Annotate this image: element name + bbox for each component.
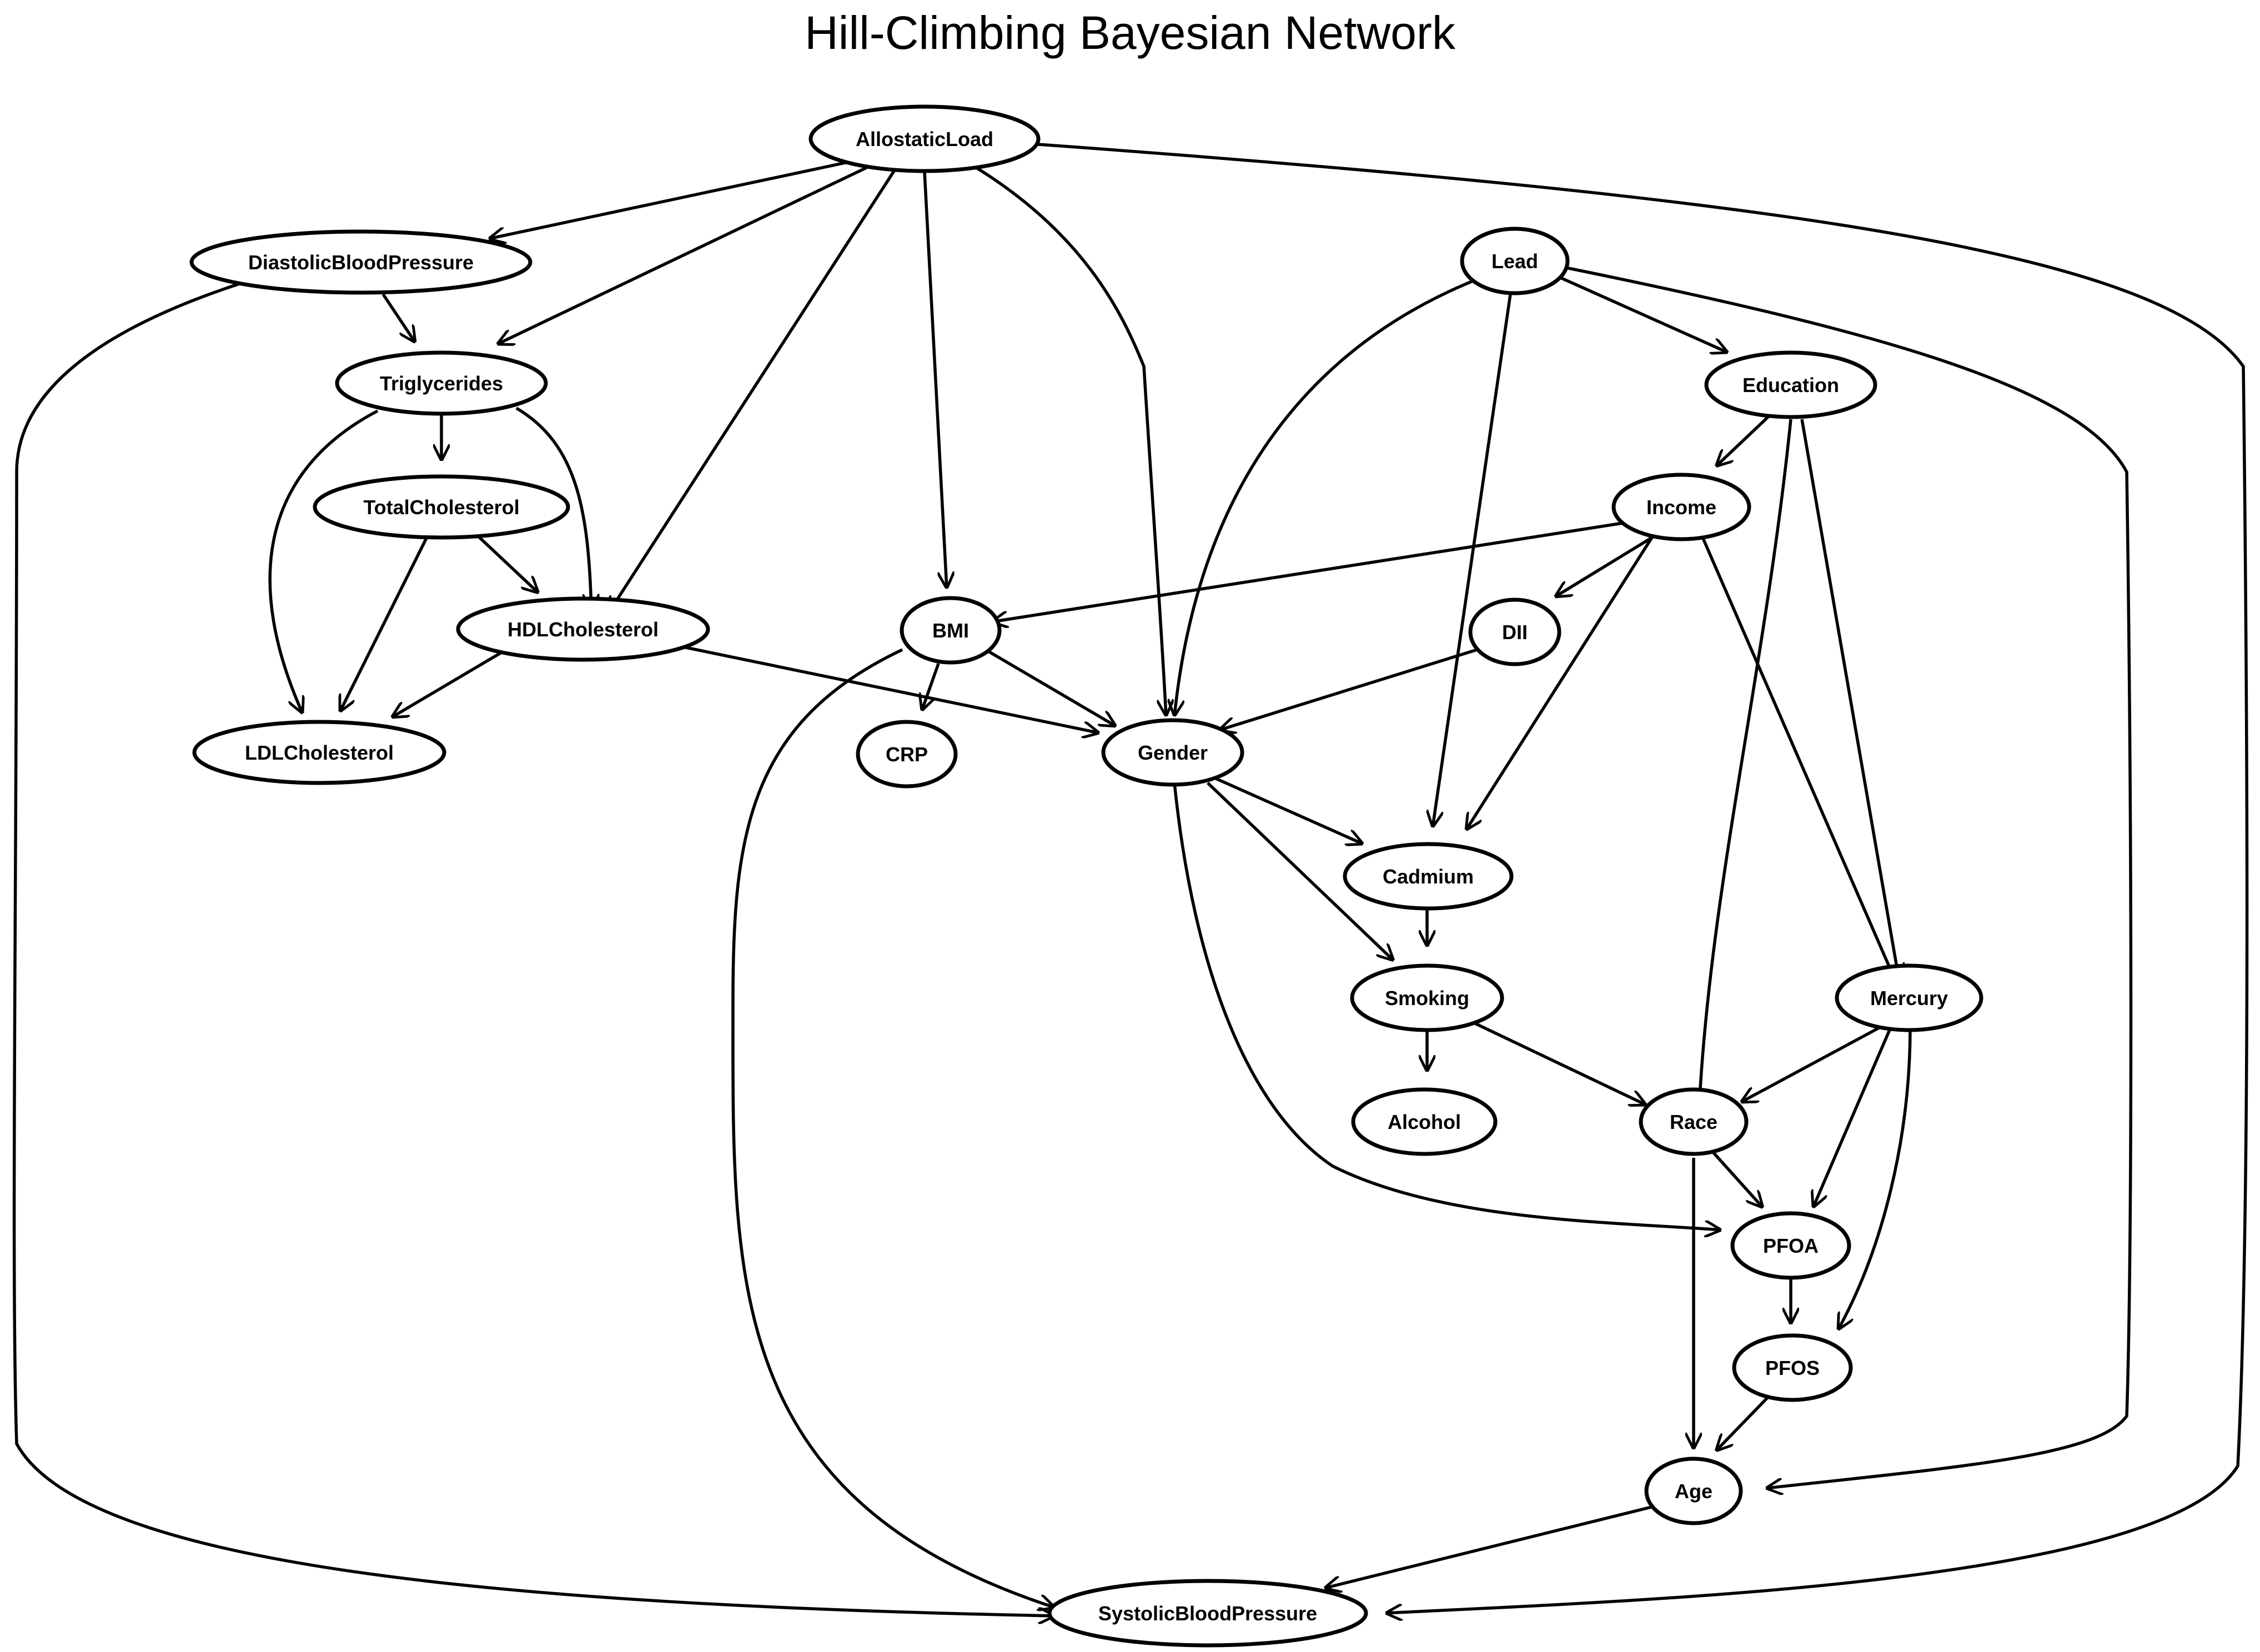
edge-gender-smoking (1207, 782, 1394, 961)
edge-triglycerides-hdlcholesterol (515, 406, 591, 611)
node-label: LDLCholesterol (245, 741, 394, 764)
node-bmi[interactable]: BMI (900, 596, 1002, 665)
edge-pfos-age (1716, 1395, 1770, 1451)
node-race[interactable]: Race (1639, 1087, 1749, 1156)
node-label: Income (1646, 496, 1716, 519)
edge-income-bmi (991, 520, 1630, 622)
node-gender[interactable]: Gender (1101, 718, 1244, 787)
node-label: DII (1502, 621, 1528, 644)
node-label: BMI (932, 619, 969, 642)
edge-education-race (1699, 419, 1792, 1108)
node-education[interactable]: Education (1704, 350, 1877, 419)
edge-allostaticload-systolicbloodpressure (1038, 143, 2249, 1613)
node-alcohol[interactable]: Alcohol (1351, 1087, 1498, 1156)
node-label: PFOA (1763, 1234, 1819, 1257)
edge-gender-cadmium (1212, 776, 1363, 844)
edge-lead-education (1559, 276, 1728, 353)
node-systolicbloodpressure[interactable]: SystolicBloodPressure (1047, 1579, 1368, 1648)
edge-diastolicbloodpressure-triglycerides (381, 293, 415, 343)
node-label: Gender (1138, 741, 1208, 764)
node-pfos[interactable]: PFOS (1732, 1333, 1853, 1402)
node-label: Alcohol (1388, 1111, 1461, 1133)
node-label: Triglycerides (380, 372, 503, 395)
node-totalcholesterol[interactable]: TotalCholesterol (313, 474, 570, 540)
node-dii[interactable]: DII (1468, 597, 1561, 666)
node-diastolicbloodpressure[interactable]: DiastolicBloodPressure (189, 229, 533, 295)
edge-dii-gender (1219, 648, 1478, 730)
node-ldlcholesterol[interactable]: LDLCholesterol (192, 720, 446, 785)
node-label: AllostaticLoad (856, 128, 993, 150)
edge-lead-age (1560, 265, 2133, 1488)
node-label: TotalCholesterol (363, 496, 519, 519)
node-income[interactable]: Income (1611, 473, 1751, 541)
node-hdlcholesterol[interactable]: HDLCholesterol (456, 596, 710, 662)
edge-gender-pfoa (1173, 782, 1721, 1230)
edge-hdlcholesterol-gender (682, 645, 1099, 733)
node-mercury[interactable]: Mercury (1835, 963, 1983, 1032)
node-smoking[interactable]: Smoking (1350, 963, 1504, 1032)
edge-lead-gender (1174, 279, 1475, 716)
node-label: Education (1742, 374, 1839, 396)
node-label: CRP (886, 743, 928, 766)
node-crp[interactable]: CRP (856, 720, 958, 789)
edge-smoking-race (1470, 1020, 1646, 1105)
node-allostaticload[interactable]: AllostaticLoad (808, 104, 1041, 173)
edge-diastolicbloodpressure-systolicbloodpressure (12, 279, 1055, 1616)
node-age[interactable]: Age (1644, 1457, 1743, 1525)
edge-mercury-pfoa (1813, 1026, 1892, 1208)
edge-education-income (1716, 415, 1770, 466)
edge-allostaticload-diastolicbloodpressure (489, 157, 867, 239)
edges-layer (12, 143, 2249, 1616)
nodes-layer: AllostaticLoad DiastolicBloodPressure Tr… (189, 104, 1983, 1648)
node-label: PFOS (1765, 1357, 1820, 1379)
node-label: HDLCholesterol (508, 618, 659, 641)
edge-race-pfoa (1711, 1151, 1763, 1208)
node-label: Lead (1491, 250, 1538, 273)
edge-allostaticload-bmi (923, 172, 947, 589)
diagram-title: Hill-Climbing Bayesian Network (805, 7, 1456, 59)
edge-allostaticload-hdlcholesterol (608, 168, 897, 614)
edge-triglycerides-ldlcholesterol (268, 409, 379, 714)
edge-mercury-race (1741, 1023, 1886, 1102)
node-label: DiastolicBloodPressure (248, 251, 474, 274)
edge-totalcholesterol-hdlcholesterol (474, 531, 539, 593)
edge-income-mercury (1700, 535, 1896, 983)
edge-totalcholesterol-ldlcholesterol (340, 535, 429, 712)
node-label: Mercury (1870, 987, 1948, 1010)
edge-income-cadmium (1466, 532, 1656, 830)
edge-bmi-crp (922, 663, 940, 711)
edge-age-systolicbloodpressure (1324, 1503, 1661, 1588)
node-label: SystolicBloodPressure (1098, 1602, 1317, 1625)
edge-allostaticload-gender (973, 165, 1166, 716)
edge-hdlcholesterol-ldlcholesterol (391, 645, 512, 717)
node-label: Smoking (1385, 987, 1469, 1010)
edge-income-dii (1555, 534, 1656, 597)
edge-allostaticload-triglycerides (497, 162, 876, 344)
edge-mercury-pfos (1838, 1027, 1912, 1330)
node-label: Cadmium (1383, 865, 1474, 888)
edge-lead-cadmium (1433, 294, 1512, 827)
node-label: Race (1670, 1111, 1717, 1133)
edge-bmi-gender (985, 648, 1116, 726)
edge-bmi-systolicbloodpressure (731, 648, 1055, 1608)
node-cadmium[interactable]: Cadmium (1343, 842, 1514, 911)
edge-education-mercury (1800, 419, 1899, 980)
node-pfoa[interactable]: PFOA (1730, 1211, 1851, 1280)
node-label: Age (1675, 1480, 1712, 1503)
node-triglycerides[interactable]: Triglycerides (335, 350, 548, 416)
node-lead[interactable]: Lead (1460, 227, 1570, 295)
